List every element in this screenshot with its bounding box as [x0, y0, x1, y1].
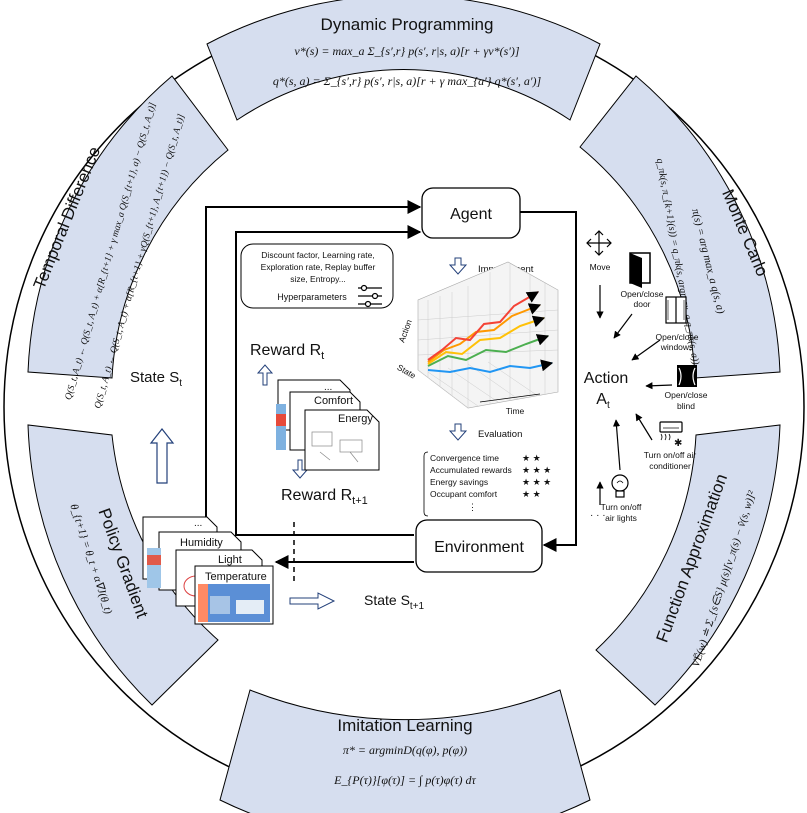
door-label-2: door: [633, 299, 650, 309]
learning-curves-plot: Action State Time: [395, 261, 559, 416]
curve-yellow: [427, 315, 546, 365]
agent-label: Agent: [450, 206, 492, 223]
agent-to-env-line: [520, 211, 577, 552]
reward-up-arrow: [256, 364, 274, 386]
blind-label-1: Open/close: [665, 390, 708, 400]
il-title: Imitation Learning: [337, 716, 472, 735]
evaluation-list: Convergence time ★ ★ Accumulated rewards…: [423, 451, 551, 517]
action-label: Action: [584, 370, 628, 387]
reward-card-ellipsis: ...: [324, 382, 332, 393]
environment-label: Environment: [434, 539, 524, 556]
band-monte-carlo: [579, 75, 781, 379]
eval-item-1-stars: ★ ★ ★: [522, 465, 551, 475]
state-t1-label: State St+1: [364, 592, 425, 612]
evaluation-arrow: [448, 423, 468, 441]
dp-title: Dynamic Programming: [321, 15, 494, 34]
eval-item-0-label: Convergence time: [430, 453, 499, 463]
improvement-arrow: [448, 257, 468, 275]
air-conditioner-icon: ✱: [659, 421, 683, 449]
band-imitation-learning: [219, 689, 591, 813]
environment-box[interactable]: [415, 519, 543, 573]
eval-vdots: ⋮: [468, 502, 477, 512]
blind-icon: [677, 365, 697, 387]
il-equation-1: π* = argminD(q(φ), p(φ)): [343, 743, 467, 757]
humidity-label: Humidity: [180, 537, 223, 549]
env-inner-line: [235, 225, 422, 536]
action-sub-label: At: [596, 391, 610, 411]
reward-cards: ... Comfort Energy: [276, 379, 380, 471]
ac-label-1: Turn on/off air: [644, 450, 697, 460]
reward-down-arrow: [291, 459, 309, 479]
state-up-arrow: [149, 428, 175, 484]
curve-green: [427, 334, 550, 367]
comfort-label: Comfort: [314, 395, 353, 407]
lights-label-1: Turn on/off: [601, 502, 642, 512]
hyper-text-1: Discount factor, Learning rate,: [261, 250, 374, 260]
hyper-text-2: Exploration rate, Replay buffer: [261, 262, 376, 272]
reward-t-label: Reward Rt: [250, 342, 324, 362]
band-function-approximation: [595, 424, 781, 706]
il-equation-2: E_{P(τ)}[φ(τ)] = ∫ p(τ)φ(τ) dτ: [333, 773, 476, 787]
state-t-label: State St: [130, 369, 182, 389]
loop-lines: [205, 200, 577, 569]
eval-item-0-stars: ★ ★: [522, 453, 541, 463]
band-policy-gradient: [27, 424, 219, 706]
curve-red: [427, 291, 540, 361]
eval-item-3-label: Occupant comfort: [430, 489, 498, 499]
hyper-label: Hyperparameters: [277, 292, 347, 302]
move-icon: [586, 230, 612, 256]
axis-action-label: Action: [396, 318, 414, 344]
blind-label-2: blind: [677, 401, 695, 411]
windows-label-2: windows: [660, 342, 694, 352]
energy-label: Energy: [338, 413, 373, 425]
sliders-icon: [358, 284, 382, 308]
band-dynamic-programming: [206, 0, 601, 121]
curve-blue: [427, 359, 554, 374]
svg-text:✱: ✱: [674, 438, 682, 449]
band-temporal-difference: [27, 75, 229, 379]
eval-item-3-stars: ★ ★: [522, 489, 541, 499]
eval-item-1-label: Accumulated rewards: [430, 465, 512, 475]
lights-dots: · · ·: [590, 510, 606, 521]
eval-item-2-stars: ★ ★ ★: [522, 477, 551, 487]
lights-label-2: air lights: [605, 513, 637, 523]
eval-item-2-label: Energy savings: [430, 477, 488, 487]
state-cards: ... Humidity Light Temperature: [142, 516, 274, 625]
temperature-label: Temperature: [205, 571, 267, 583]
move-label: Move: [590, 262, 611, 272]
agent-box[interactable]: [421, 187, 521, 239]
hyper-text-3: size, Entropy...: [290, 274, 346, 284]
axis-time-label: Time: [506, 406, 525, 416]
dp-equation-1: v*(s) = max_a Σ_{s′,r} p(s′, r|s, a)[r +…: [294, 44, 519, 58]
windows-icon: [665, 296, 687, 324]
action-cluster: Action At Move Open/close door Open/clos…: [584, 230, 708, 523]
ac-label-2: conditioner: [649, 461, 691, 471]
axis-state-label: State: [395, 362, 417, 381]
dp-equation-2: q*(s, a) = Σ_{s′,r} p(s′, r|s, a)[r + γ …: [273, 74, 542, 88]
state-card-ellipsis: ...: [194, 518, 202, 529]
evaluation-label: Evaluation: [478, 429, 522, 440]
hyperparameters-box[interactable]: [240, 243, 394, 309]
reward-t1-label: Reward Rt+1: [281, 487, 368, 507]
door-label-1: Open/close: [621, 289, 664, 299]
light-bulb-icon: [611, 474, 629, 498]
state-to-agent-line: [205, 200, 422, 530]
door-icon: [629, 252, 651, 288]
windows-label-1: Open/close: [656, 332, 699, 342]
sector-bands: [27, 0, 781, 813]
light-label: Light: [218, 554, 242, 566]
state-t1-arrow: [289, 592, 336, 610]
